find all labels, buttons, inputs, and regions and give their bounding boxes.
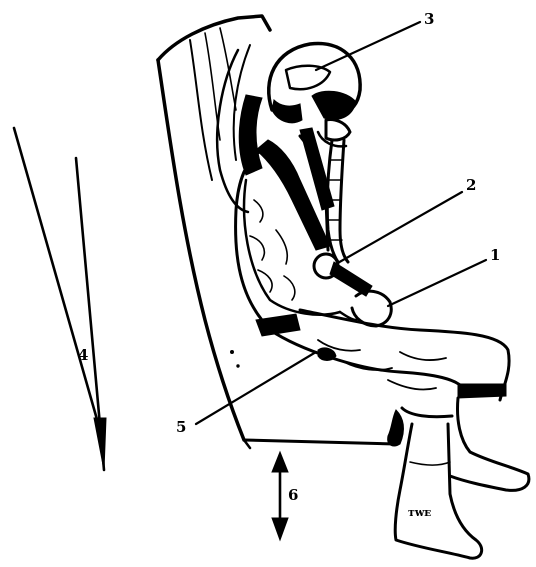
label-2-text: 2 (466, 176, 476, 194)
label-4-text: 4 (78, 346, 88, 364)
boot-marking: ᴛᴡᴇ (408, 506, 431, 519)
flight-suit (236, 128, 340, 336)
seat-marks (231, 351, 240, 368)
label-5-text: 5 (176, 418, 186, 436)
label-5: 5 (176, 352, 316, 436)
boots: ᴛᴡᴇ (388, 398, 529, 558)
label-6-arrow: 6 (272, 452, 298, 540)
label-6-text: 6 (288, 486, 298, 504)
legs (270, 310, 509, 417)
label-3-text: 3 (424, 10, 434, 28)
label-2: 2 (336, 176, 476, 264)
label-1-text: 1 (490, 246, 500, 264)
label-3: 3 (316, 10, 434, 70)
label-1: 1 (388, 246, 500, 306)
label-4-vector: 4 (14, 128, 106, 470)
